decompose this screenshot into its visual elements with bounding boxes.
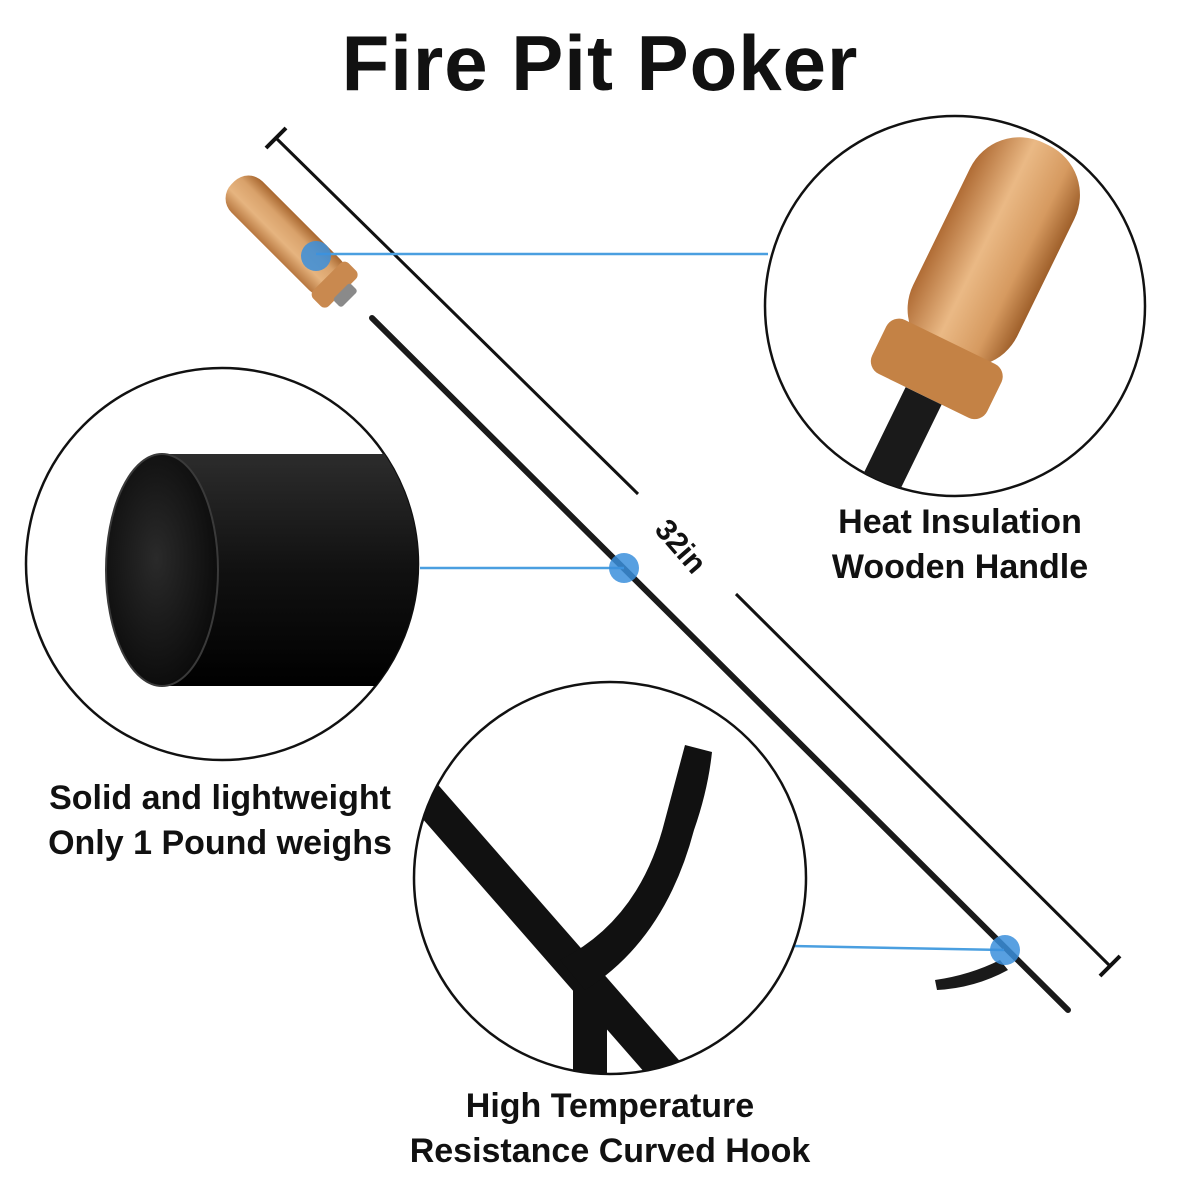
hook-caption-line-2: Resistance Curved Hook (409, 1132, 811, 1170)
handle-caption: Heat Insulation Wooden Handle (780, 500, 1140, 590)
callout-lines (301, 241, 1020, 965)
hook-caption: High Temperature Resistance Curved Hook (360, 1084, 860, 1174)
hook-caption-line-1: High Temperature (465, 1087, 755, 1125)
page-title: Fire Pit Poker (341, 19, 859, 107)
handle-caption-line-2: Wooden Handle (831, 548, 1089, 586)
rod-caption-line-2: Only 1 Pound weighs (48, 824, 392, 862)
poker-handle (225, 175, 358, 308)
dimension-line (264, 126, 1122, 978)
rod-caption-line-1: Solid and lightweight (49, 779, 391, 817)
poker-rod (369, 315, 1071, 1013)
hook-closeup-circle (412, 680, 808, 1076)
handle-closeup-circle (763, 114, 1147, 498)
handle-caption-line-1: Heat Insulation (838, 503, 1082, 541)
rod-caption: Solid and lightweight Only 1 Pound weigh… (10, 776, 430, 866)
rod-closeup-circle (24, 366, 420, 762)
